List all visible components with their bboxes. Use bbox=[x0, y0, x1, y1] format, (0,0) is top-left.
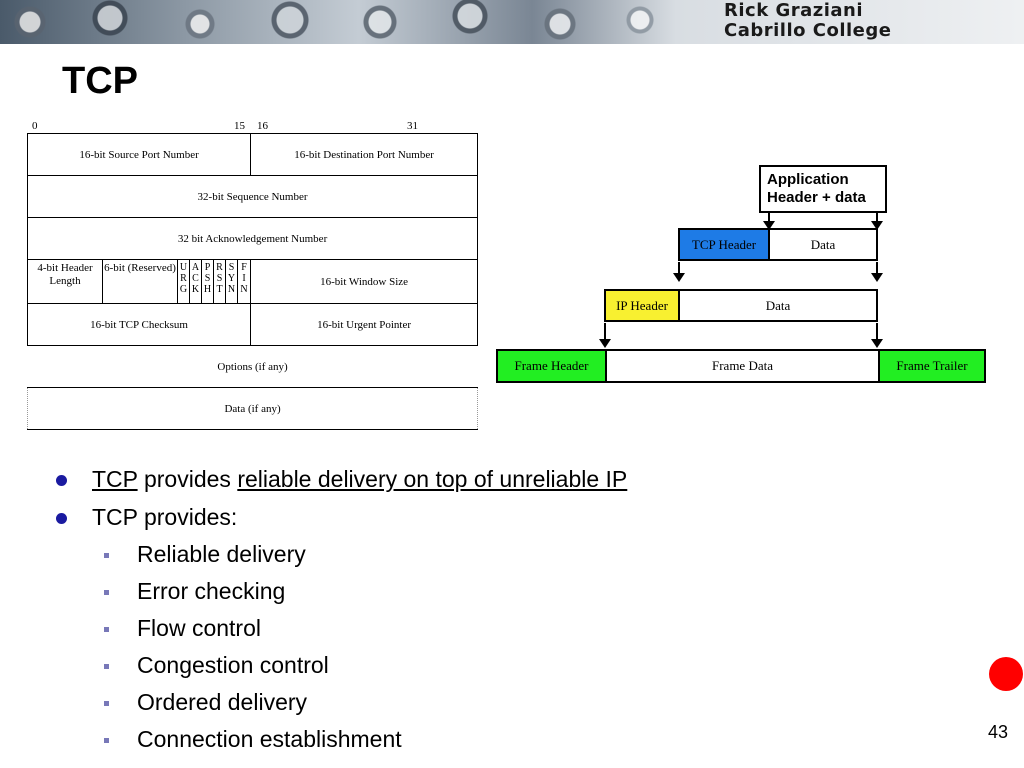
sequence-cell: 32-bit Sequence Number bbox=[26, 175, 479, 218]
sub-bullet-text: Congestion control bbox=[137, 652, 329, 678]
author-name: Rick Graziani Cabrillo College bbox=[724, 1, 1014, 41]
urgent-cell: 16-bit Urgent Pointer bbox=[250, 303, 479, 346]
dest-port-cell: 16-bit Destination Port Number bbox=[250, 133, 479, 176]
bullet-dot bbox=[56, 475, 67, 486]
sub-bullet-marker bbox=[104, 664, 109, 669]
ack-cell: 32 bit Acknowledgement Number bbox=[26, 217, 479, 260]
sub-bullet-marker bbox=[104, 701, 109, 706]
sub-bullet-marker bbox=[104, 738, 109, 743]
source-port-cell: 16-bit Source Port Number bbox=[26, 133, 252, 176]
sub-bullet-text: Connection establishment bbox=[137, 726, 402, 752]
app-data-box: Application Header + data bbox=[759, 165, 887, 213]
tcp-link-text: TCP bbox=[92, 466, 138, 492]
frame-trailer-box: Frame Trailer bbox=[878, 349, 986, 383]
frame-data-box: Frame Data bbox=[605, 349, 880, 383]
reserved-cell: 6-bit (Reserved) bbox=[102, 259, 178, 304]
tcp-header-box: TCP Header bbox=[678, 228, 770, 261]
data-cell: Data (if any) bbox=[26, 387, 479, 430]
bullet-text: TCP provides: bbox=[92, 504, 238, 530]
author-line-college: Cabrillo College bbox=[724, 20, 892, 41]
options-cell: Options (if any) bbox=[27, 345, 478, 388]
bit-label-31: 31 bbox=[407, 120, 418, 132]
header-banner: Rick Graziani Cabrillo College bbox=[0, 0, 1024, 44]
sub-bullet-text: Error checking bbox=[137, 578, 286, 604]
bit-label-0: 0 bbox=[32, 120, 38, 132]
sub-bullet-marker bbox=[104, 590, 109, 595]
bullet-dot bbox=[56, 513, 67, 524]
tcp-data-box: Data bbox=[768, 228, 878, 261]
author-line-name: Rick Graziani bbox=[724, 0, 864, 21]
slide-title: TCP bbox=[62, 60, 138, 102]
record-indicator[interactable] bbox=[989, 657, 1023, 691]
bit-label-15: 15 bbox=[234, 120, 245, 132]
header-length-cell: 4-bit Header Length bbox=[27, 259, 103, 304]
page-number: 43 bbox=[988, 722, 1009, 742]
tcp-header-table: 16-bit Source Port Number 16-bit Destina… bbox=[26, 133, 479, 430]
sub-bullet-text: Flow control bbox=[137, 615, 261, 641]
sub-bullet-text: Ordered delivery bbox=[137, 689, 308, 715]
bit-label-16: 16 bbox=[257, 120, 268, 132]
sub-bullet-marker bbox=[104, 553, 109, 558]
reliable-delivery-link-text: reliable delivery on top of unreliable I… bbox=[237, 466, 628, 492]
bit-numbers: 0 15 16 31 bbox=[27, 120, 477, 132]
checksum-cell: 16-bit TCP Checksum bbox=[26, 303, 252, 346]
banner-photo bbox=[0, 0, 700, 44]
bullet-connector-text: provides bbox=[137, 466, 238, 492]
sub-bullet-text: Reliable delivery bbox=[137, 541, 306, 567]
sub-bullet-marker bbox=[104, 627, 109, 632]
ip-header-box: IP Header bbox=[604, 289, 680, 322]
ip-data-box: Data bbox=[678, 289, 878, 322]
window-cell: 16-bit Window Size bbox=[250, 259, 479, 304]
frame-header-box: Frame Header bbox=[496, 349, 607, 383]
